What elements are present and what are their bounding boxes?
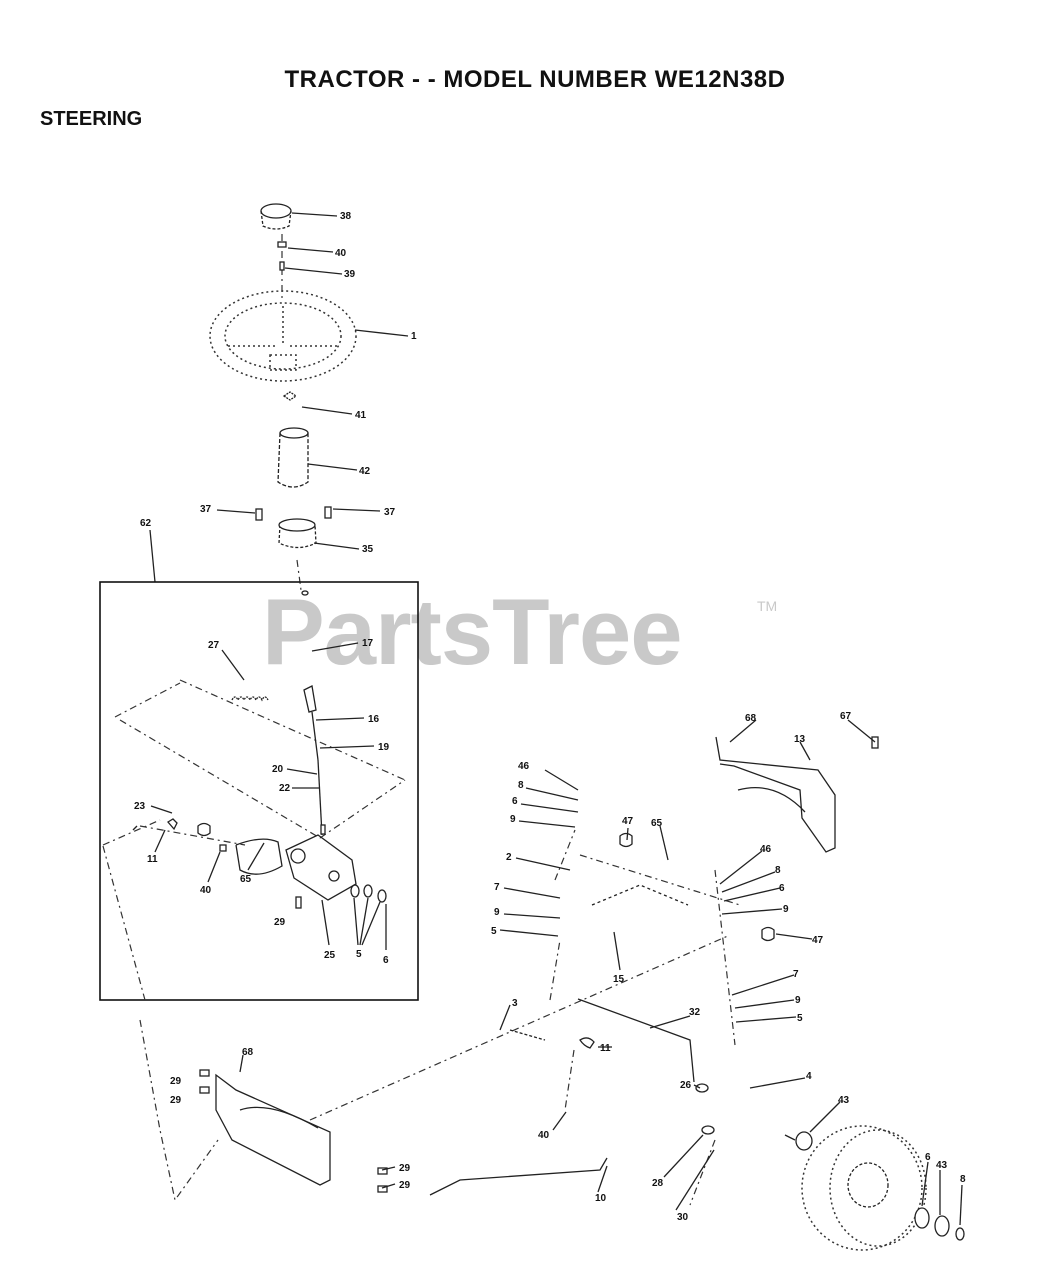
callout-27: 27 (208, 640, 220, 651)
callout-29-right-top: 29 (399, 1163, 411, 1174)
callout-8-wheel: 8 (960, 1174, 966, 1185)
callout-6-wheel: 6 (925, 1152, 931, 1163)
callout-29-right-bottom: 29 (399, 1180, 411, 1191)
callout-65-right: 65 (651, 818, 663, 829)
bolt-part (279, 261, 285, 271)
callout-22: 22 (279, 783, 291, 794)
watermark-trademark: TM (757, 598, 778, 614)
adapter-part (282, 391, 298, 401)
callout-7-left: 7 (494, 882, 500, 893)
callout-65-inset: 65 (240, 874, 252, 885)
callout-6-left: 6 (512, 796, 518, 807)
callout-28: 28 (652, 1178, 664, 1189)
callout-43-top: 43 (838, 1095, 850, 1106)
callout-13: 13 (794, 734, 806, 745)
page-title: TRACTOR - - MODEL NUMBER WE12N38D (284, 66, 786, 93)
inset-contents (102, 642, 406, 1001)
steering-cap-part (260, 203, 292, 230)
bellows-part (277, 427, 309, 488)
callout-47-right: 47 (812, 935, 824, 946)
callout-37-right: 37 (384, 507, 396, 518)
callout-43-bottom: 43 (936, 1160, 948, 1171)
callout-38: 38 (340, 211, 352, 222)
callout-68-right: 68 (745, 713, 757, 724)
callout-5-right: 5 (797, 1013, 803, 1024)
callout-11-inset: 11 (147, 854, 158, 865)
callout-8-left: 8 (518, 780, 524, 791)
callout-1: 1 (411, 331, 417, 342)
callout-15: 15 (613, 974, 625, 985)
callout-5-left: 5 (491, 926, 497, 937)
callout-68-left: 68 (242, 1047, 254, 1058)
callout-29-inset: 29 (274, 917, 286, 928)
callout-67: 67 (840, 711, 852, 722)
washer-part (301, 590, 309, 596)
bushing-part (255, 506, 332, 549)
nut-part (277, 241, 287, 248)
callout-47-left: 47 (622, 816, 634, 827)
callout-10: 10 (595, 1193, 607, 1204)
front-wheel-part (795, 1125, 965, 1251)
callout-39: 39 (344, 269, 356, 280)
callout-3: 3 (512, 998, 518, 1009)
steering-column-centerline (281, 234, 302, 591)
callout-4: 4 (806, 1071, 812, 1082)
leader-lines-column (149, 212, 409, 583)
callout-5-inset: 5 (356, 949, 362, 960)
axle-assembly (139, 736, 879, 1206)
callout-62: 62 (140, 518, 152, 529)
callout-30: 30 (677, 1212, 689, 1223)
callout-9-right-bottom: 9 (795, 995, 801, 1006)
callout-40-inset: 40 (200, 885, 212, 896)
section-heading: STEERING (40, 108, 143, 130)
callout-41: 41 (355, 410, 367, 421)
leader-lines-right (239, 719, 963, 1226)
callout-26: 26 (680, 1080, 692, 1091)
callout-35: 35 (362, 544, 374, 555)
callout-11-right: 11 (600, 1043, 611, 1054)
callout-46-right: 46 (760, 844, 772, 855)
callout-40-right: 40 (538, 1130, 550, 1141)
callout-9-right-top: 9 (783, 904, 789, 915)
callout-29-left-top: 29 (170, 1076, 182, 1087)
steering-wheel-part (209, 290, 357, 382)
callout-29-left-bottom: 29 (170, 1095, 182, 1106)
callout-37-left: 37 (200, 504, 212, 515)
callout-7-right: 7 (793, 969, 799, 980)
callout-23: 23 (134, 801, 146, 812)
callout-32: 32 (689, 1007, 701, 1018)
callout-19: 19 (378, 742, 390, 753)
callout-42: 42 (359, 466, 371, 477)
callout-16: 16 (368, 714, 380, 725)
callout-8-right: 8 (775, 865, 781, 876)
callout-6-inset: 6 (383, 955, 389, 966)
callout-46-left: 46 (518, 761, 530, 772)
callout-2: 2 (506, 852, 512, 863)
callout-17: 17 (362, 638, 374, 649)
callout-9-left-top: 9 (510, 814, 516, 825)
watermark-logo: PartsTree (262, 579, 683, 684)
inset-box-steering-gear (99, 581, 419, 1001)
callout-20: 20 (272, 764, 284, 775)
callout-labels: 38 40 39 1 41 42 37 37 35 62 27 17 16 19… (134, 211, 966, 1223)
callout-6-right: 6 (779, 883, 785, 894)
callout-40: 40 (335, 248, 347, 259)
callout-9-left-bottom: 9 (494, 907, 500, 918)
callout-25: 25 (324, 950, 336, 961)
